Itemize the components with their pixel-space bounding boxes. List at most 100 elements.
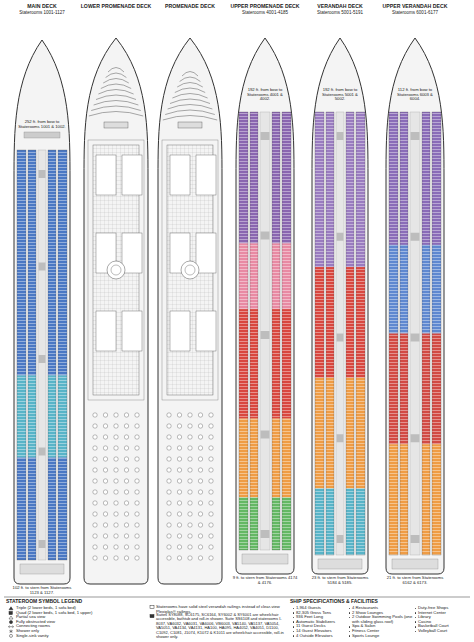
dining-table bbox=[209, 523, 213, 527]
dining-table bbox=[93, 468, 97, 472]
stage bbox=[178, 122, 202, 128]
dining-table bbox=[114, 523, 118, 527]
dining-table bbox=[103, 490, 107, 494]
dining-table bbox=[135, 523, 139, 527]
stern-room bbox=[318, 559, 362, 569]
bullet-dot bbox=[349, 617, 351, 619]
promenade-walkway bbox=[162, 140, 218, 400]
dining-table bbox=[93, 479, 97, 483]
stateroom-lines bbox=[58, 150, 67, 560]
shower-symbol bbox=[9, 630, 12, 633]
dining-table bbox=[135, 435, 139, 439]
theater-seat-row bbox=[170, 99, 210, 104]
dining-table bbox=[198, 490, 202, 494]
dining-table bbox=[209, 490, 213, 494]
lounge bbox=[196, 311, 216, 351]
theater-seat-row bbox=[101, 84, 131, 89]
stair-block bbox=[337, 132, 344, 140]
lounge bbox=[122, 233, 142, 273]
dining-table bbox=[209, 435, 213, 439]
dining-table bbox=[177, 468, 181, 472]
deck-title: PROMENADE DECK bbox=[153, 4, 227, 10]
bullet-dot bbox=[293, 621, 295, 623]
bullet-dot bbox=[415, 612, 417, 614]
spec-item: 4 Outside Elevators bbox=[296, 634, 350, 639]
dining-table bbox=[103, 468, 107, 472]
dining-table bbox=[124, 468, 128, 472]
bullet-dot bbox=[293, 631, 295, 633]
vanity-symbol bbox=[10, 634, 13, 637]
dining-table bbox=[177, 556, 181, 560]
dining-table bbox=[209, 534, 213, 538]
dining-table bbox=[103, 512, 107, 516]
dining-table bbox=[135, 468, 139, 472]
dining-table bbox=[209, 424, 213, 428]
dining-table bbox=[167, 523, 171, 527]
service-core bbox=[38, 150, 46, 560]
lower-promenade-hull bbox=[84, 38, 148, 584]
dining-table bbox=[188, 501, 192, 505]
upper-promenade-hull bbox=[236, 38, 294, 574]
bullet-dot bbox=[293, 635, 295, 637]
bullet-dot bbox=[415, 626, 417, 628]
spec-item: Sports Lounge bbox=[352, 634, 414, 639]
stage bbox=[104, 122, 128, 128]
dining-table bbox=[114, 545, 118, 549]
lounge bbox=[122, 311, 142, 351]
stateroom-lines bbox=[326, 112, 334, 555]
dining-table bbox=[103, 457, 107, 461]
section-heading: STATEROOM SYMBOL LEGEND bbox=[6, 599, 146, 605]
dining-table bbox=[198, 435, 202, 439]
distance-note: 9 ft. to stern from Staterooms 4174 & 41… bbox=[232, 576, 298, 585]
dining-table bbox=[177, 413, 181, 417]
bullet-dot bbox=[293, 608, 295, 610]
hulls bbox=[14, 38, 444, 584]
bullet-dot bbox=[349, 635, 351, 637]
dining-table bbox=[188, 468, 192, 472]
lounge bbox=[122, 155, 142, 195]
dining-table bbox=[209, 413, 213, 417]
stateroom-lines bbox=[400, 112, 408, 555]
dining-table bbox=[167, 468, 171, 472]
stateroom-lines bbox=[346, 112, 354, 555]
bow-room bbox=[24, 132, 60, 138]
dining-table bbox=[167, 457, 171, 461]
dining-table bbox=[114, 556, 118, 560]
dining-table bbox=[93, 545, 97, 549]
stateroom-lines bbox=[250, 112, 258, 550]
dining-table bbox=[135, 457, 139, 461]
distance-note: 252 ft. from bow to Staterooms 1001 & 10… bbox=[18, 120, 66, 129]
stair-block bbox=[261, 431, 270, 439]
dining-table bbox=[198, 457, 202, 461]
theater-seat-row bbox=[165, 110, 215, 115]
dining-table bbox=[198, 501, 202, 505]
dining-table bbox=[135, 413, 139, 417]
bullet-dot bbox=[415, 631, 417, 633]
stateroom-range: Staterooms 1001-1127 bbox=[4, 11, 80, 16]
stern-room bbox=[392, 559, 438, 569]
stair-block bbox=[411, 535, 420, 543]
dining-table bbox=[124, 413, 128, 417]
dining-table bbox=[167, 512, 171, 516]
dining-table bbox=[188, 413, 192, 417]
theater-seat-row bbox=[177, 83, 203, 88]
stair-block bbox=[261, 530, 270, 538]
dining-table bbox=[177, 435, 181, 439]
dining-table bbox=[93, 424, 97, 428]
dining-table bbox=[103, 424, 107, 428]
dining-table bbox=[135, 556, 139, 560]
bullet-dot bbox=[415, 621, 417, 623]
promenade-walkway bbox=[88, 140, 144, 400]
dining-table bbox=[177, 545, 181, 549]
stateroom-range: Staterooms 5001-5191 bbox=[303, 11, 377, 16]
stair-block bbox=[337, 535, 344, 543]
dining-table bbox=[198, 545, 202, 549]
distance-note: 21 ft. to stern from Staterooms 6162 & 6… bbox=[382, 576, 448, 585]
dining-table bbox=[114, 424, 118, 428]
dining-table bbox=[124, 490, 128, 494]
dining-table bbox=[198, 534, 202, 538]
stateroom-lines bbox=[432, 112, 441, 555]
dining-table bbox=[177, 523, 181, 527]
stern-room bbox=[242, 554, 288, 564]
dining-table bbox=[209, 468, 213, 472]
